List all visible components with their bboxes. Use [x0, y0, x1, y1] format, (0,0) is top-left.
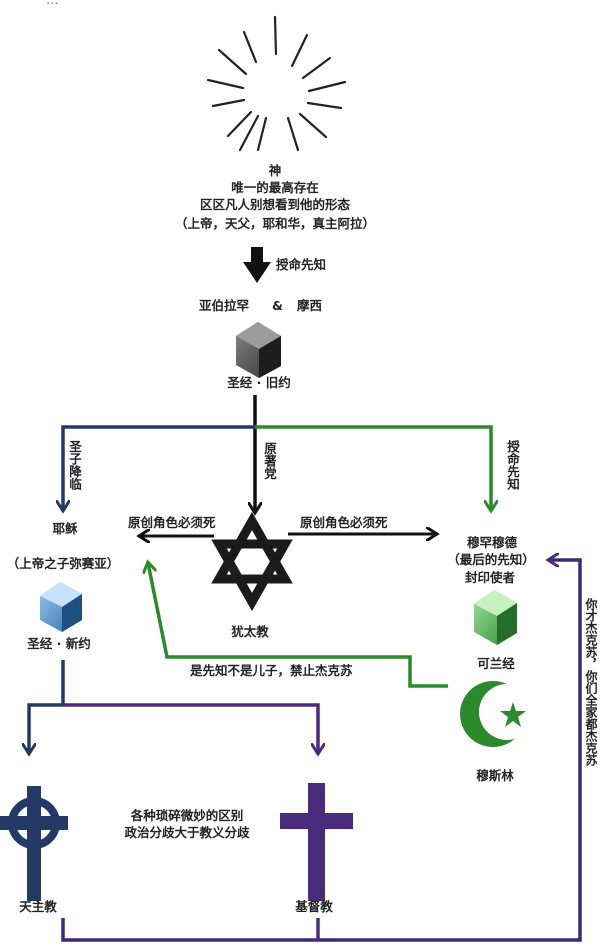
- koran-label: 可兰经: [477, 656, 515, 671]
- prophet-not-son-label: 是先知不是儿子，禁止杰克苏: [190, 663, 353, 678]
- prophet-moses: 摩西: [297, 298, 323, 313]
- muhammad-subtitle: （最后的先知）: [447, 552, 535, 567]
- new-testament-book-icon: [40, 582, 82, 632]
- koran-book-icon: [474, 590, 517, 645]
- judaism-label: 犹太教: [231, 624, 269, 639]
- crescent-star-icon: [460, 681, 535, 747]
- celtic-cross-icon: [0, 786, 68, 901]
- original-party-label: 原著党: [262, 442, 277, 480]
- prophet-ampersand: &: [272, 298, 283, 313]
- mandate-prophet-right-label: 授命先知: [505, 440, 520, 490]
- differences-line-2: 政治分歧大于教义分歧: [124, 825, 250, 840]
- god-desc-1: 唯一的最高存在: [231, 180, 319, 195]
- catholic-label: 天主教: [19, 899, 57, 914]
- god-name: 神: [268, 163, 282, 178]
- son-descends-label: 圣子降临: [67, 440, 82, 490]
- mandate-arrow: [243, 247, 271, 283]
- differences-line-1: 各种琐碎微妙的区别: [130, 808, 244, 823]
- islam-label: 穆斯林: [476, 768, 514, 783]
- god-names: （上帝，天父，耶和华，真主阿拉）: [174, 216, 376, 231]
- muhammad-title: 封印使者: [464, 570, 516, 585]
- jack-sue-label: 你才杰克苏，你们全家都杰克苏: [584, 598, 598, 766]
- line-to-catholic: [29, 660, 65, 753]
- protestant-label: 基督教: [295, 899, 333, 914]
- god-desc-2: 区区凡人别想看到他的形态: [199, 197, 351, 212]
- line-islam-to-jesus: [148, 563, 448, 688]
- new-testament-label: 圣经 · 新约: [27, 636, 91, 651]
- line-to-protestant: [63, 703, 318, 753]
- top-caption: …: [46, 0, 59, 8]
- jesus-name: 耶稣: [52, 521, 78, 536]
- line-loop-to-muhammad: [61, 560, 582, 942]
- old-testament-book-icon: [236, 322, 281, 378]
- muhammad-name: 穆罕穆德: [466, 535, 518, 550]
- latin-cross-icon: [280, 783, 353, 901]
- line-to-jesus: [63, 425, 255, 510]
- old-testament-label: 圣经 · 旧约: [227, 375, 291, 390]
- jesus-subtitle: （上帝之子弥赛亚）: [6, 556, 120, 571]
- original-char-left: 原创角色必须死: [128, 515, 216, 530]
- line-to-muhammad: [255, 425, 491, 510]
- prophet-abraham: 亚伯拉罕: [199, 298, 250, 313]
- star-of-david-icon: [211, 511, 293, 612]
- original-char-right: 原创角色必须死: [300, 515, 388, 530]
- god-rays-icon: [206, 15, 347, 152]
- mandate-label: 授命先知: [276, 257, 327, 272]
